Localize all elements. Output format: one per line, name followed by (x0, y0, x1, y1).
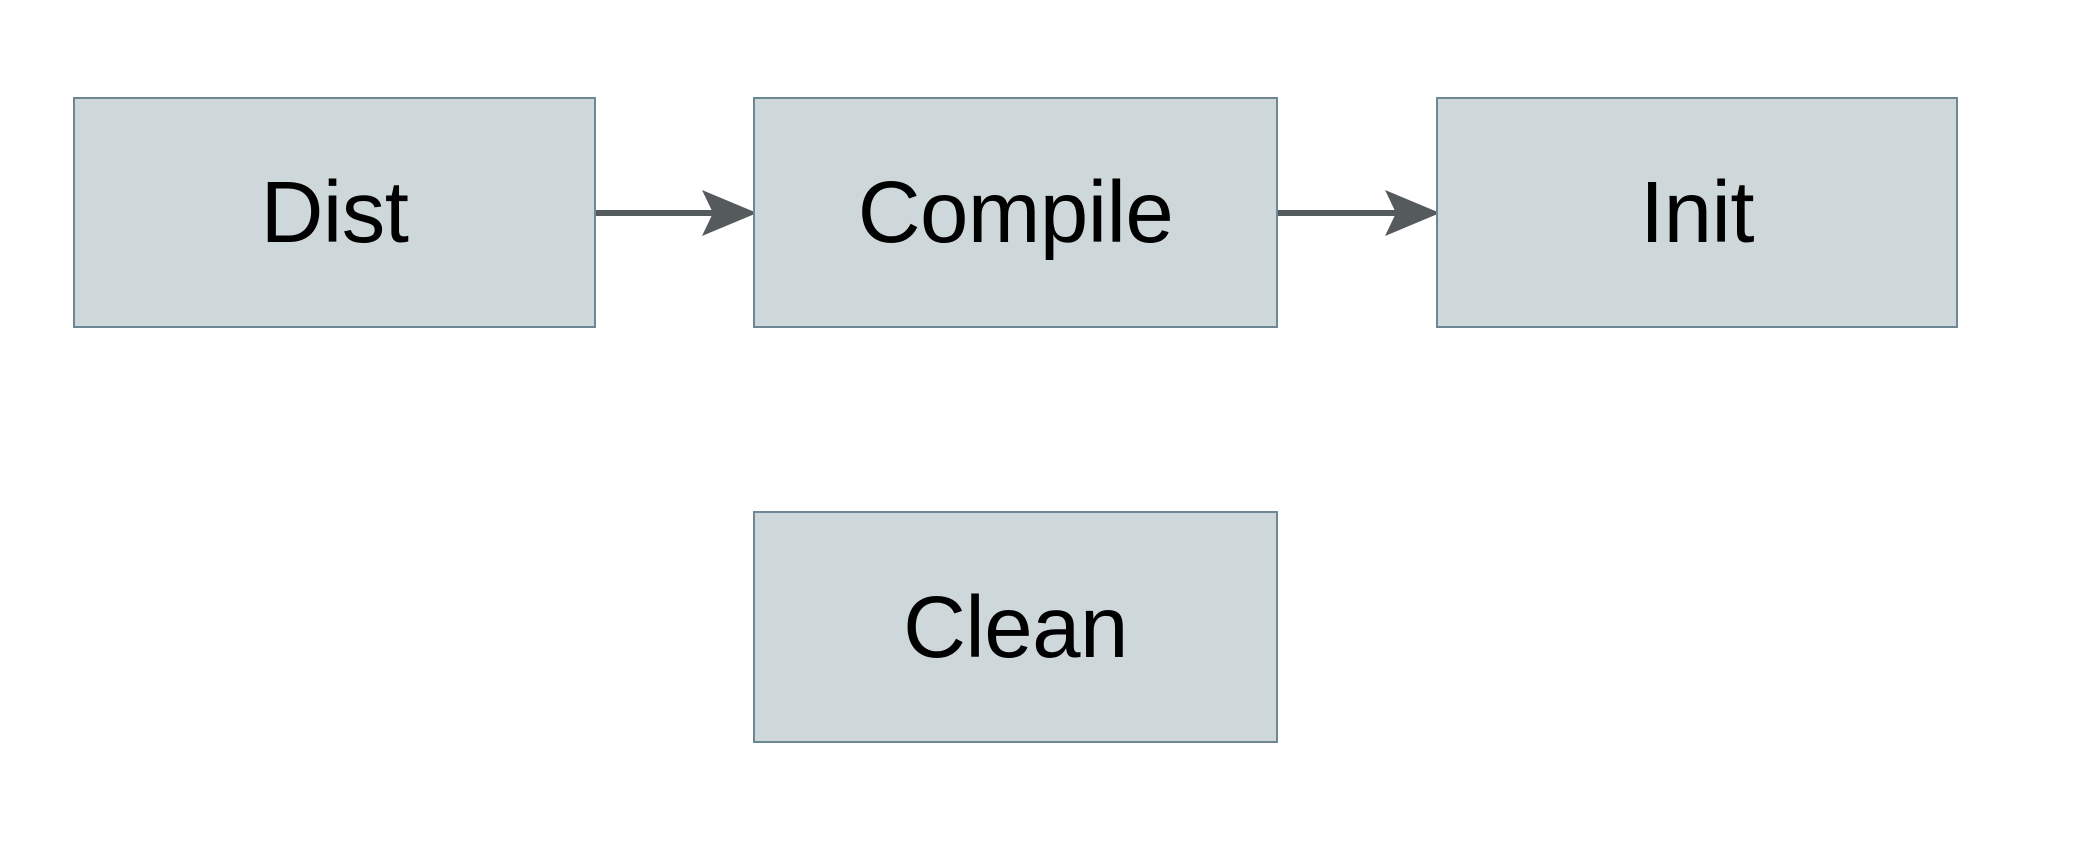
edge-compile-to-init (1278, 190, 1440, 236)
node-dist-label: Dist (260, 164, 409, 261)
node-init-label: Init (1639, 164, 1755, 261)
node-clean[interactable]: Clean (753, 511, 1278, 743)
node-compile-label: Compile (857, 164, 1174, 261)
edge-dist-to-compile (596, 190, 757, 236)
edge-dist-to-compile-arrowhead (702, 190, 757, 236)
node-clean-label: Clean (903, 578, 1128, 676)
node-init[interactable]: Init (1436, 97, 1958, 328)
edge-compile-to-init-arrowhead (1385, 190, 1440, 236)
node-compile[interactable]: Compile (753, 97, 1278, 328)
node-dist[interactable]: Dist (73, 97, 596, 328)
